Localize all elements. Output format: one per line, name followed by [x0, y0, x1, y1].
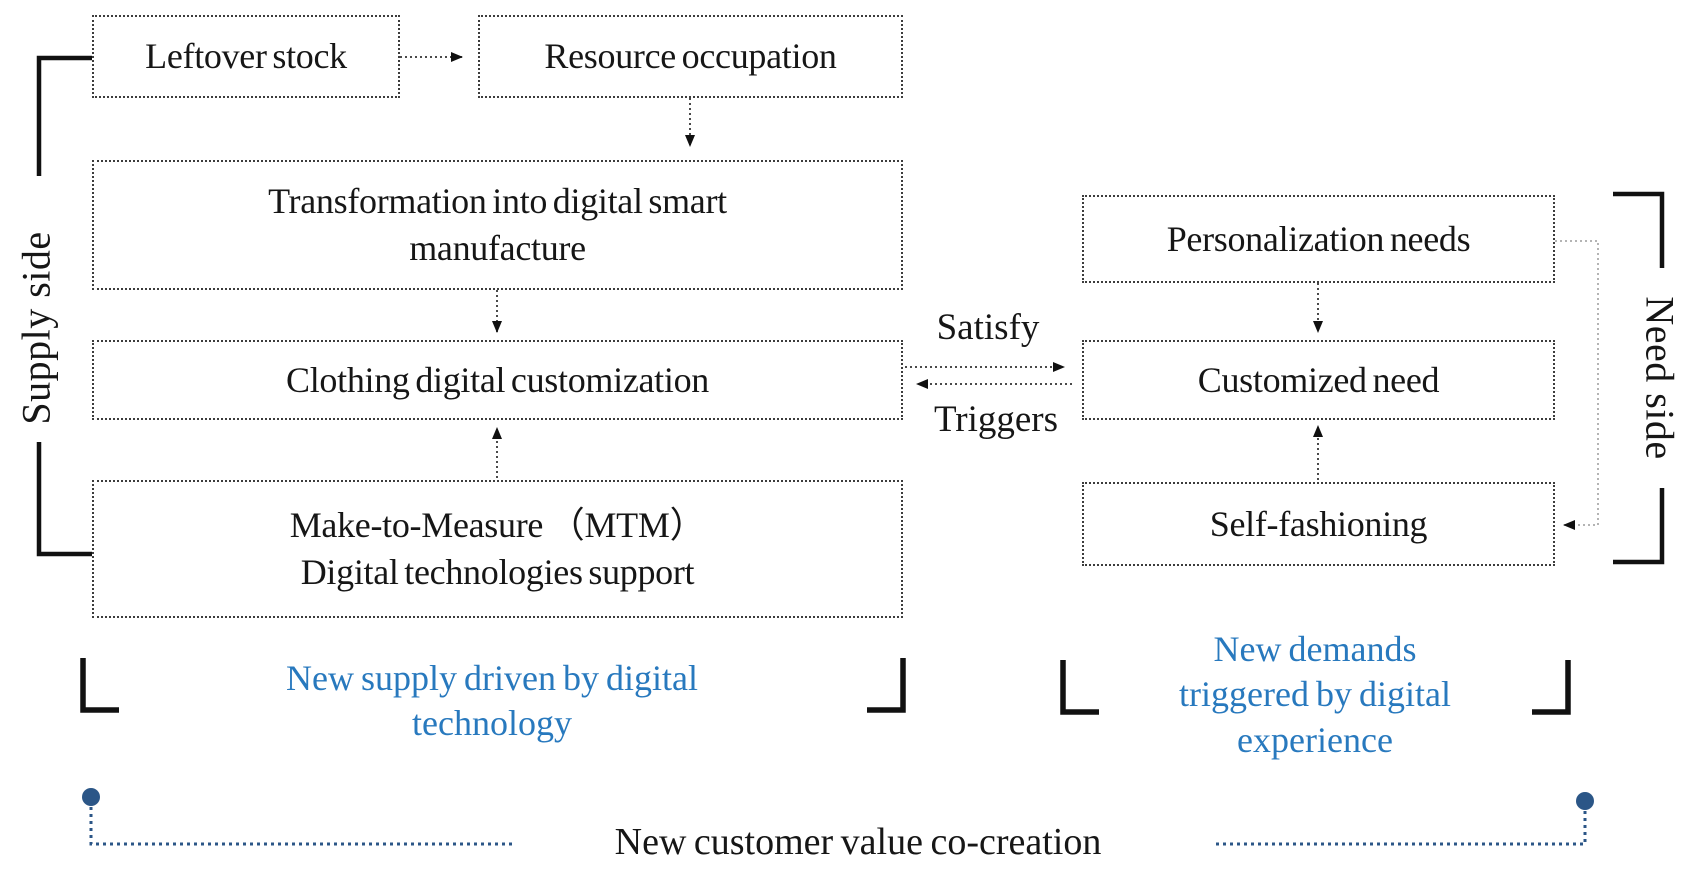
- personalization-needs-label: Personalization needs: [1166, 218, 1471, 259]
- box-resource-occupation: Resource occupation: [478, 15, 903, 98]
- mtm-line-1: Make-to-Measure （MTM）: [289, 505, 706, 546]
- need-bracket-bottom: [1613, 488, 1665, 565]
- transformation-line-1: Transformation into digital smart: [268, 181, 727, 222]
- left-annotation-corner-left: [80, 658, 119, 713]
- clothing-digital-customization-label: Clothing digital customization: [286, 359, 709, 400]
- left-annotation-corner-right: [867, 658, 906, 713]
- box-mtm-digital-technologies: Make-to-Measure （MTM） Digital technologi…: [92, 480, 903, 618]
- box-self-fashioning: Self-fashioning: [1082, 482, 1555, 566]
- satisfy-label: Satisfy: [936, 307, 1040, 348]
- annotation-new-demands-line-3: experience: [1237, 719, 1393, 760]
- co-creation-label: New customer value co-creation: [614, 821, 1102, 863]
- triggers-label: Triggers: [933, 399, 1059, 440]
- supply-side-bracket: [36, 55, 92, 557]
- connector-personalization-to-selffashioning: [1555, 240, 1599, 530]
- transformation-line-2: manufacture: [409, 228, 586, 268]
- need-side-label: Need side: [1637, 296, 1683, 460]
- box-personalization-needs: Personalization needs: [1082, 195, 1555, 283]
- customized-need-label: Customized need: [1197, 359, 1440, 400]
- resource-occupation-label: Resource occupation: [544, 36, 837, 77]
- annotation-new-supply: New supply driven by digital technology: [286, 656, 698, 747]
- supply-bracket-bottom: [36, 442, 92, 557]
- need-bracket-top: [1613, 191, 1665, 268]
- annotation-new-supply-line-1: New supply driven by digital: [286, 658, 698, 698]
- co-creation-right-dot: [1576, 792, 1594, 810]
- box-clothing-digital-customization: Clothing digital customization: [92, 340, 903, 420]
- annotation-new-demands: New demands triggered by digital experie…: [1179, 627, 1451, 763]
- self-fashioning-label: Self-fashioning: [1209, 503, 1428, 544]
- annotation-new-demands-line-2: triggered by digital: [1179, 674, 1451, 715]
- mtm-label: Make-to-Measure （MTM） Digital technologi…: [290, 502, 706, 596]
- transformation-label: Transformation into digital smart manufa…: [268, 178, 727, 272]
- co-creation-right-dotted-line: [1212, 811, 1587, 846]
- right-annotation-corner-right: [1532, 660, 1571, 715]
- supply-bracket-top: [36, 55, 92, 176]
- right-annotation-corner-left: [1060, 660, 1099, 715]
- co-creation-left-dotted-line: [89, 807, 515, 846]
- co-creation-left-dot: [82, 788, 100, 806]
- supply-side-label: Supply side: [13, 231, 59, 425]
- annotation-new-demands-line-1: New demands: [1213, 629, 1417, 669]
- annotation-new-supply-line-2: technology: [412, 703, 572, 744]
- need-side-bracket: [1613, 191, 1665, 565]
- box-customized-need: Customized need: [1082, 340, 1555, 420]
- leftover-stock-label: Leftover stock: [145, 36, 347, 77]
- mtm-line-2: Digital technologies support: [300, 552, 695, 592]
- box-transformation-digital-smart-manufacture: Transformation into digital smart manufa…: [92, 160, 903, 290]
- box-leftover-stock: Leftover stock: [92, 15, 400, 98]
